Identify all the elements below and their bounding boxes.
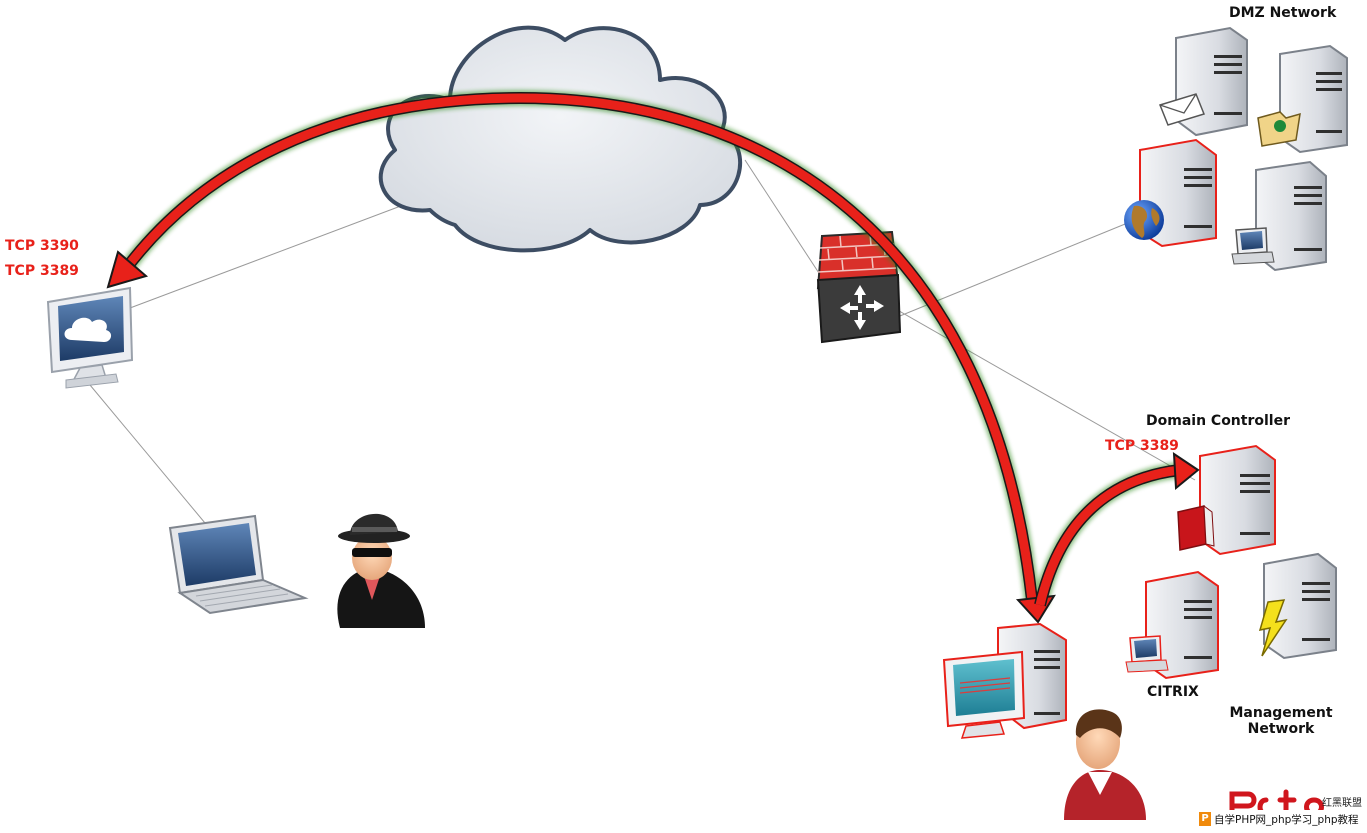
tcp-3389-label: TCP 3389 <box>5 263 79 279</box>
citrix-label: CITRIX <box>1147 684 1199 700</box>
user-icon <box>1064 709 1146 820</box>
workstation-icon <box>942 622 1067 739</box>
server-icon <box>1263 552 1337 660</box>
workstation-icon <box>1231 227 1275 265</box>
lightning-icon <box>1258 599 1288 657</box>
management-network-line1: Management <box>1229 705 1333 721</box>
globe-icon <box>1124 200 1164 240</box>
rdp-arrows <box>106 89 1200 624</box>
monitor-icon <box>46 286 134 389</box>
php-logo-icon: P <box>1199 812 1211 826</box>
hacker-icon <box>337 513 425 628</box>
laptop-icon <box>168 514 309 615</box>
cloud-icon <box>378 25 742 253</box>
management-network-line2: Network <box>1247 721 1315 737</box>
workstation-icon <box>1125 635 1169 673</box>
mail-icon <box>1159 93 1205 126</box>
watermark-caption: 自学PHP网_php学习_php教程 <box>1214 814 1359 826</box>
domain-controller-label: Domain Controller <box>1146 413 1290 429</box>
tcp-3390-label: TCP 3390 <box>5 238 79 254</box>
watermark-brand: 红黑联盟 <box>1322 798 1362 809</box>
management-network-label: Management Network <box>1226 705 1336 737</box>
book-icon <box>1177 504 1215 551</box>
watermark: 红黑联盟 P 自学PHP网_php学习_php教程 <box>1196 788 1367 832</box>
folder-icon <box>1257 111 1301 147</box>
tcp-3389-dc-label: TCP 3389 <box>1105 438 1179 454</box>
watermark-caption-box: P 自学PHP网_php学习_php教程 <box>1196 810 1367 828</box>
dmz-network-label: DMZ Network <box>1229 5 1337 21</box>
